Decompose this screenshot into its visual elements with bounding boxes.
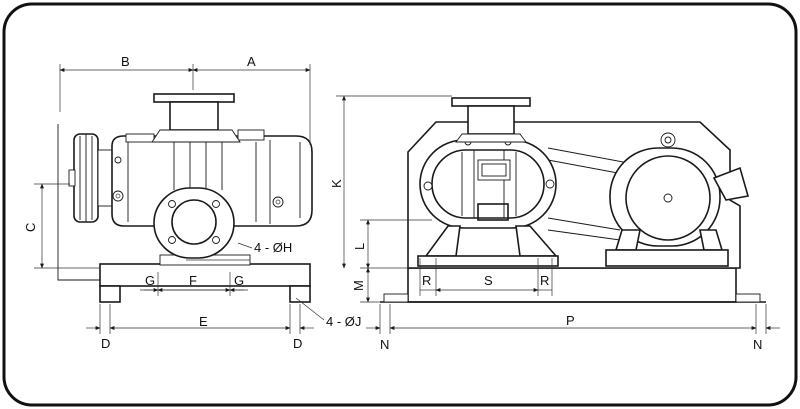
dim-label-d-right: D (293, 336, 302, 351)
end-view (57, 93, 313, 303)
side-view-dimensions (336, 95, 780, 334)
dim-label-g-right: G (234, 273, 244, 288)
dim-label-p: P (566, 313, 575, 328)
dim-label-r-left: R (422, 273, 431, 288)
dim-label-m: M (351, 280, 366, 291)
dim-label-a: A (247, 54, 256, 69)
dim-label-g-left: G (145, 273, 155, 288)
dim-label-r-right: R (540, 273, 549, 288)
dim-label-c: C (23, 223, 38, 232)
dim-label-e: E (199, 314, 208, 329)
dim-label-k: K (329, 179, 344, 188)
dim-label-f: F (189, 273, 197, 288)
dim-label-h: 4 - ØH (254, 240, 292, 255)
side-view (380, 97, 766, 303)
dim-label-n-left: N (380, 337, 389, 352)
dim-label-s: S (484, 273, 493, 288)
dim-label-d-left: D (101, 336, 110, 351)
dim-label-b: B (121, 54, 130, 69)
end-view-dimensions (34, 64, 325, 334)
dim-label-l: L (352, 243, 367, 250)
dim-label-j: 4 - ØJ (326, 314, 361, 329)
dim-label-n-right: N (753, 337, 762, 352)
